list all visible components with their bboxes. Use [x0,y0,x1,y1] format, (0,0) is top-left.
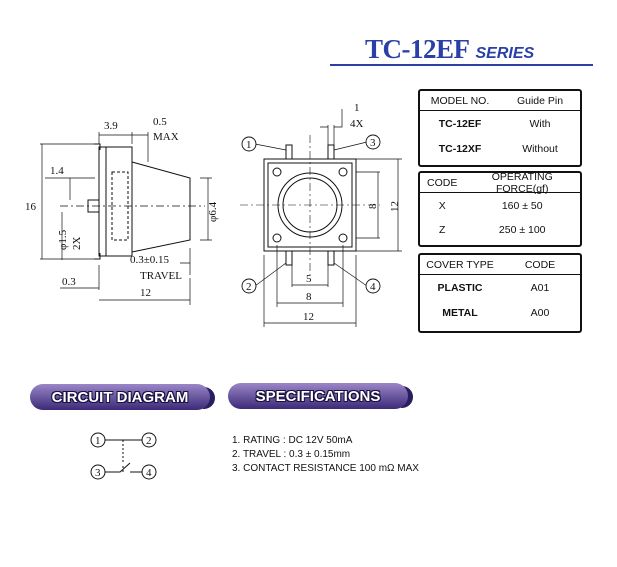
dim-3-9: 3.9 [104,120,118,132]
model-table-header-guide: Guide Pin [516,94,564,107]
circuit-diagram: 1 2 3 4 [90,432,157,480]
model-table-cell: TC-12EF [438,118,482,130]
dim-8-horizontal: 8 [306,291,312,303]
dim-max: MAX [153,131,179,143]
pin-4-label: 4 [370,281,376,293]
dim-phi6-4: φ6.4 [207,201,219,222]
spec-item: 2. TRAVEL : 0.3 ± 0.15mm [232,449,351,460]
specifications-title: SPECIFICATIONS [255,387,381,405]
dim-0-5: 0.5 [153,116,167,128]
dim-16: 16 [25,201,37,213]
cover-table-cell: METAL [442,307,478,319]
side-body [98,146,133,257]
circuit-pin-2: 2 [146,435,152,447]
pin-2-label: 2 [246,281,252,293]
specifications-list: 1. RATING : DC 12V 50mA 2. TRAVEL : 0.3 … [232,434,419,476]
model-table-cell: With [529,118,551,130]
cover-table-header-type: COVER TYPE [426,258,494,271]
circuit-diagram-heading: CIRCUIT DIAGRAM [30,384,215,410]
dim-2x: 2X [71,237,83,251]
dim-12-horizontal: 12 [303,311,314,323]
model-table-header-model: MODEL NO. [430,94,490,107]
pin-1-marker [241,136,257,152]
dim-travel-label: TRAVEL [140,270,182,282]
series-subtitle: SERIES [475,45,535,62]
spec-item: 1. RATING : DC 12V 50mA [232,435,353,446]
top-view-drawing: 1 3 2 4 1 4X 8 12 5 8 12 [240,102,402,327]
model-title: TC-12EF [365,34,470,64]
dim-0-3: 0.3 [62,276,76,288]
force-table-cell: Z [439,224,446,236]
specifications-heading: SPECIFICATIONS [228,383,413,409]
pin-1-label: 1 [246,139,252,151]
force-table-cell: 250 ± 100 [498,224,546,236]
pin-3-marker [365,134,381,150]
dim-5: 5 [306,273,312,285]
dim-1-4: 1.4 [50,165,64,177]
operating-force-table: CODE OPERATING FORCE(gf) X 160 ± 50 Z 25… [418,171,582,247]
force-table-header-force: OPERATING FORCE(gf) [491,170,553,195]
cover-table-cell: A00 [530,307,550,319]
circuit-pin-3: 3 [95,467,101,479]
cover-table-header-code: CODE [524,258,556,271]
force-table-header-code: CODE [427,176,458,189]
pin-2-marker [241,278,257,294]
model-table-cell: TC-12XF [438,143,482,155]
dim-1: 1 [354,102,360,114]
circuit-pin-4: 4 [146,467,152,479]
cover-table-cell: A01 [530,282,550,294]
force-table-cell: 160 ± 50 [501,199,543,212]
force-table-cell: X [438,199,446,212]
dim-phi1-5: φ1.5 [57,229,69,250]
side-cap [131,161,191,253]
cover-type-table: COVER TYPE CODE PLASTIC A01 METAL A00 [418,253,582,333]
spec-item: 3. CONTACT RESISTANCE 100 mΩ MAX [232,463,419,474]
model-table-cell: Without [522,143,558,155]
dim-travel-value: 0.3±0.15 [130,254,170,266]
side-view-drawing: 3.9 0.5 MAX 1.4 16 φ1.5 2X φ6.4 0.3±0.15… [25,116,219,305]
dim-12: 12 [140,287,151,299]
model-table: MODEL NO. Guide Pin TC-12EF With TC-12XF… [418,89,582,167]
title-underline [330,64,593,66]
cover-table-cell: PLASTIC [437,282,483,294]
circuit-pin-1: 1 [95,435,101,447]
dim-12-vertical: 12 [389,201,401,212]
dim-4x: 4X [350,118,364,130]
pin-4-marker [365,278,381,294]
pin-3-label: 3 [370,137,376,149]
dim-8-vertical: 8 [367,203,379,209]
circuit-diagram-title: CIRCUIT DIAGRAM [51,388,189,406]
series-title: TC-12EF SERIES [365,34,565,64]
